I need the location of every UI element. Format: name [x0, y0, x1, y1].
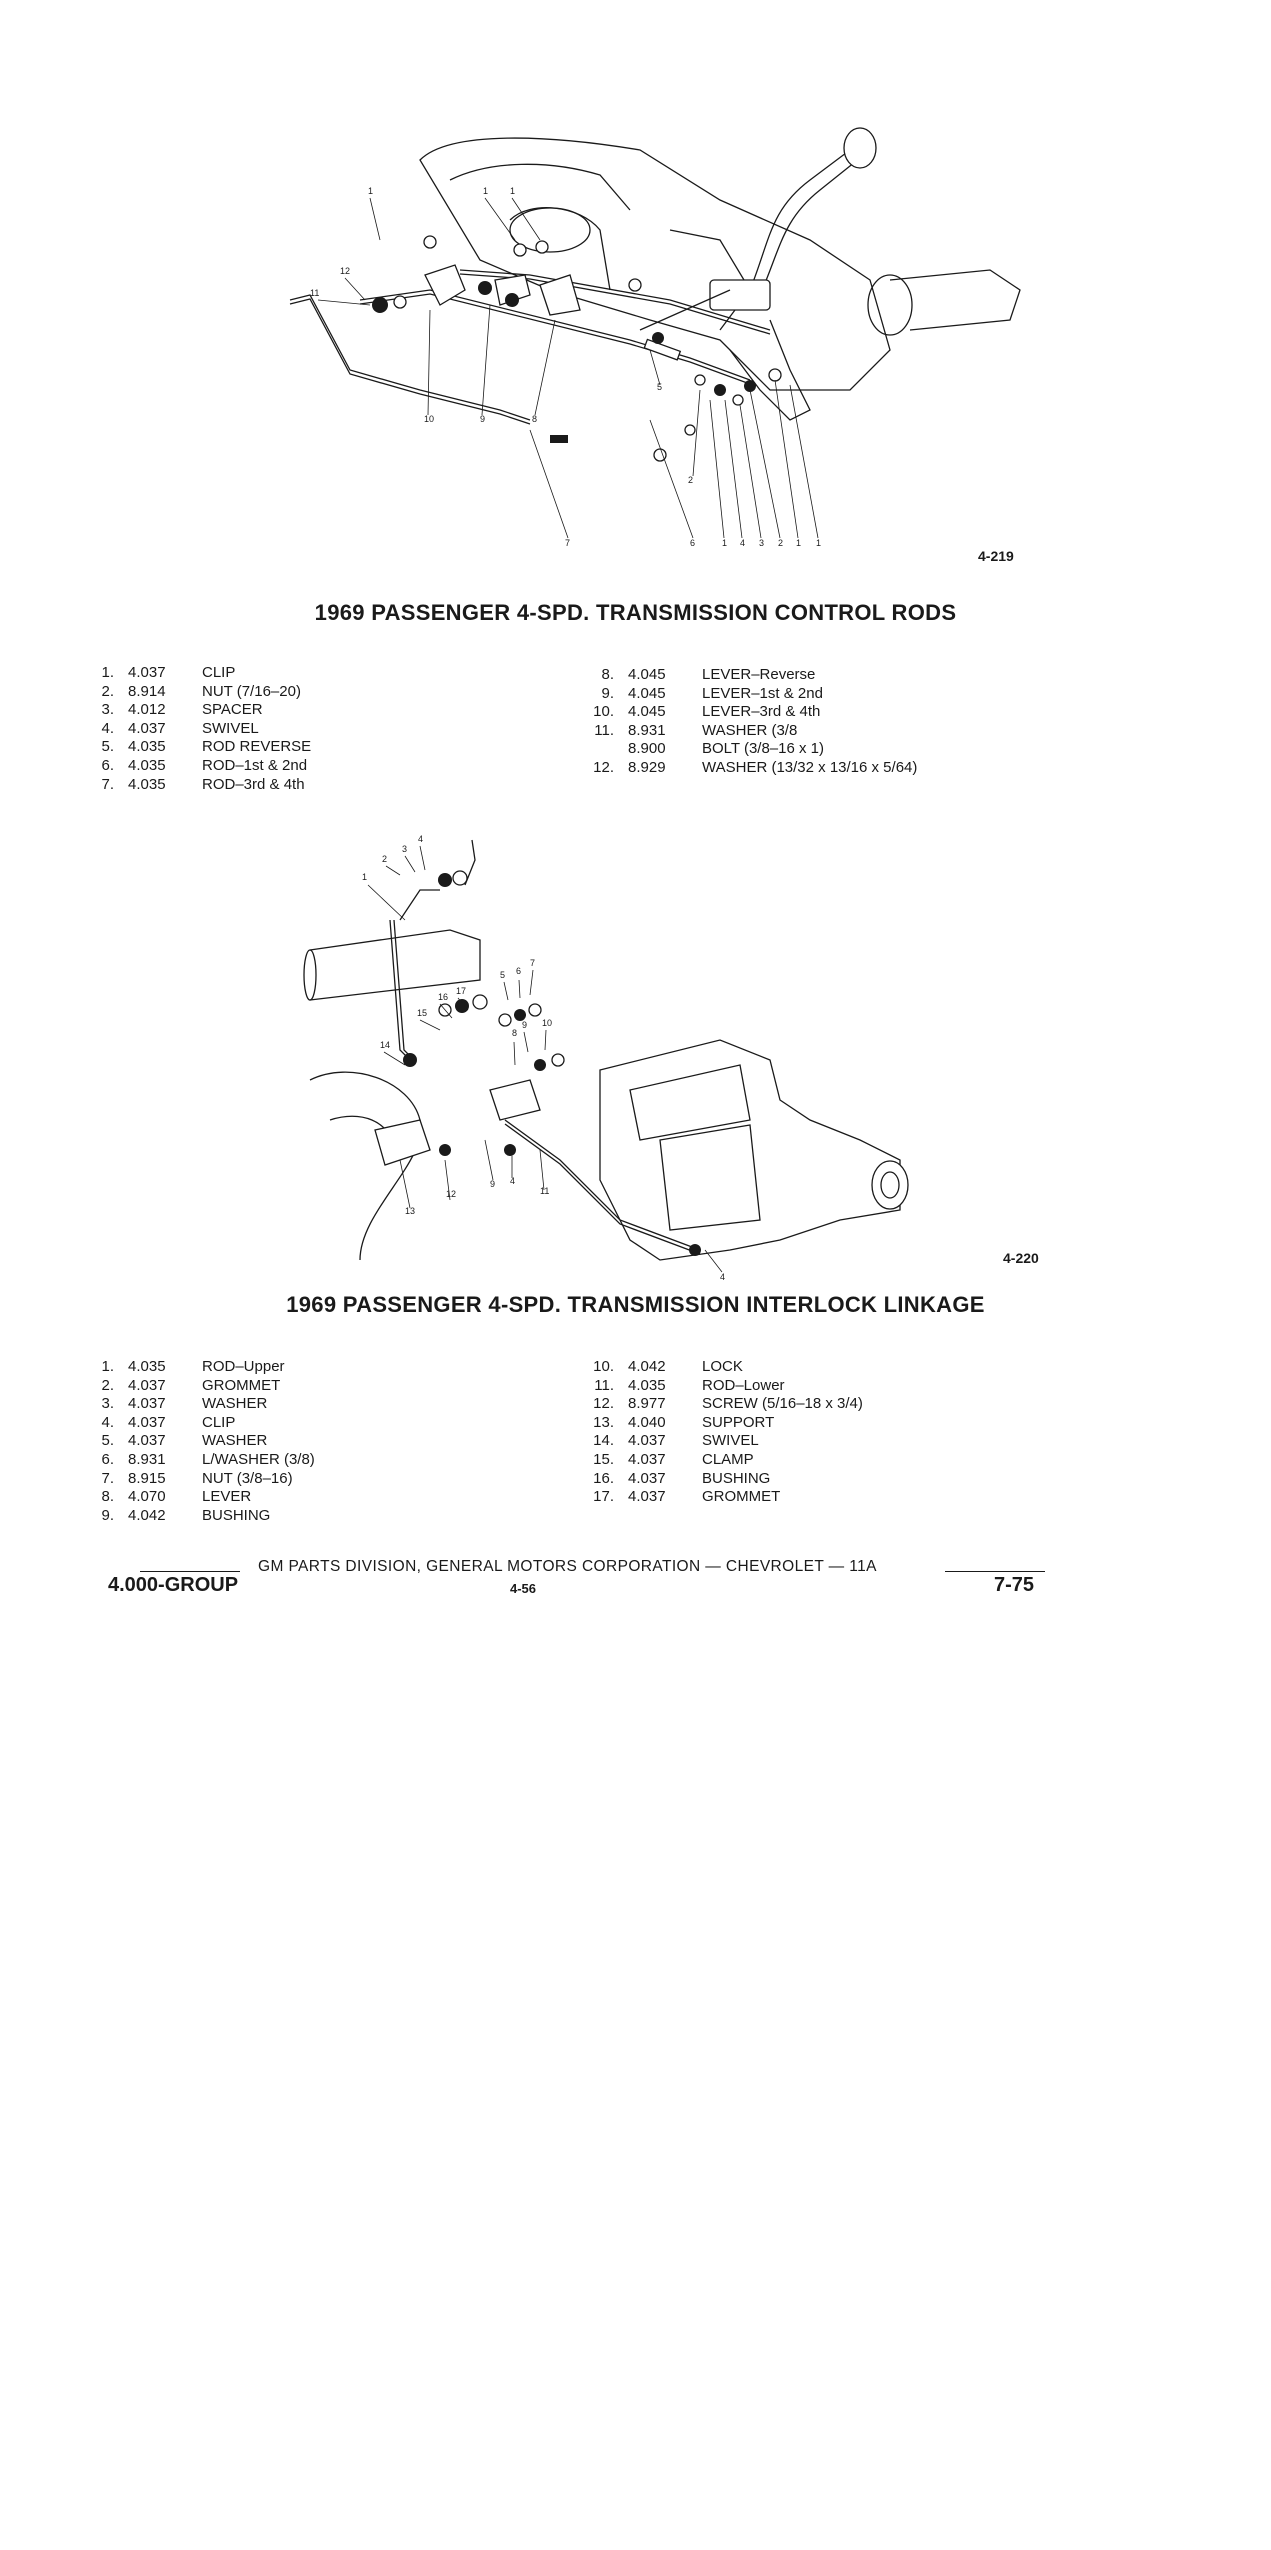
callout: 10: [424, 414, 434, 424]
footer-right-code: 7-75: [994, 1574, 1035, 1596]
callout: 5: [657, 382, 662, 392]
callout: 11: [310, 288, 319, 298]
callout: 14: [380, 1040, 390, 1050]
callout: 9: [480, 414, 485, 424]
interlock-linkage-diagram: 1 2 3 4 5 6 7 8 9 10 14 15 16 17 13 12 9…: [303, 834, 909, 1282]
figure-interlock-linkage: 1 2 3 4 5 6 7 8 9 10 14 15 16 17 13 12 9…: [300, 820, 1040, 1282]
callout: 11: [540, 1186, 549, 1196]
footer-page-number: 4-56: [510, 1581, 537, 1596]
figure-title: 1969 PASSENGER 4-SPD. TRANSMISSION CONTR…: [314, 600, 957, 625]
callout: 1: [722, 538, 727, 548]
callout: 2: [382, 854, 387, 864]
footer-rule-right: [945, 1571, 1045, 1572]
footer-publisher: GM PARTS DIVISION, GENERAL MOTORS CORPOR…: [258, 1558, 877, 1575]
callout: 13: [405, 1206, 415, 1216]
callout: 6: [690, 538, 695, 548]
callout: 3: [759, 538, 764, 548]
callout: 3: [402, 844, 407, 854]
callout: 5: [500, 970, 505, 980]
callout: 7: [565, 538, 570, 548]
callout: 2: [778, 538, 783, 548]
callout: 1: [796, 538, 801, 548]
callout: 12: [340, 266, 350, 276]
callout: 1: [510, 186, 515, 196]
callout: 8: [512, 1028, 517, 1038]
callout: 9: [522, 1020, 527, 1030]
callout: 2: [688, 475, 693, 485]
callout: 17: [456, 986, 466, 996]
footer-group: 4.000-GROUP: [108, 1574, 239, 1596]
callout: 6: [516, 966, 521, 976]
callout: 4: [510, 1176, 515, 1186]
figure-code: 4-219: [978, 548, 1014, 564]
callout: 10: [542, 1018, 552, 1028]
footer-rule-left: [140, 1571, 240, 1572]
control-rods-diagram: 1 1 1 12 11 10 9 8 5 2 1 4 3 2 1 1 6 7: [289, 127, 1021, 548]
figure-code: 4-220: [1003, 1250, 1039, 1266]
callout: 4: [720, 1272, 725, 1280]
callout: 16: [438, 992, 448, 1002]
callout: 4: [740, 538, 745, 548]
callout: 8: [532, 414, 537, 424]
figure-control-rods: 1 1 1 12 11 10 9 8 5 2 1 4 3 2 1 1 6 7: [250, 90, 1030, 560]
callout: 7: [530, 958, 535, 968]
callout: 4: [418, 834, 423, 844]
figure-title: 1969 PASSENGER 4-SPD. TRANSMISSION INTER…: [286, 1292, 985, 1317]
callout: 15: [417, 1008, 427, 1018]
callout: 1: [362, 872, 367, 882]
callout: 1: [368, 186, 373, 196]
callout: 1: [816, 538, 821, 548]
callout: 9: [490, 1179, 495, 1189]
callout: 1: [483, 186, 488, 196]
callout: 12: [446, 1189, 456, 1199]
